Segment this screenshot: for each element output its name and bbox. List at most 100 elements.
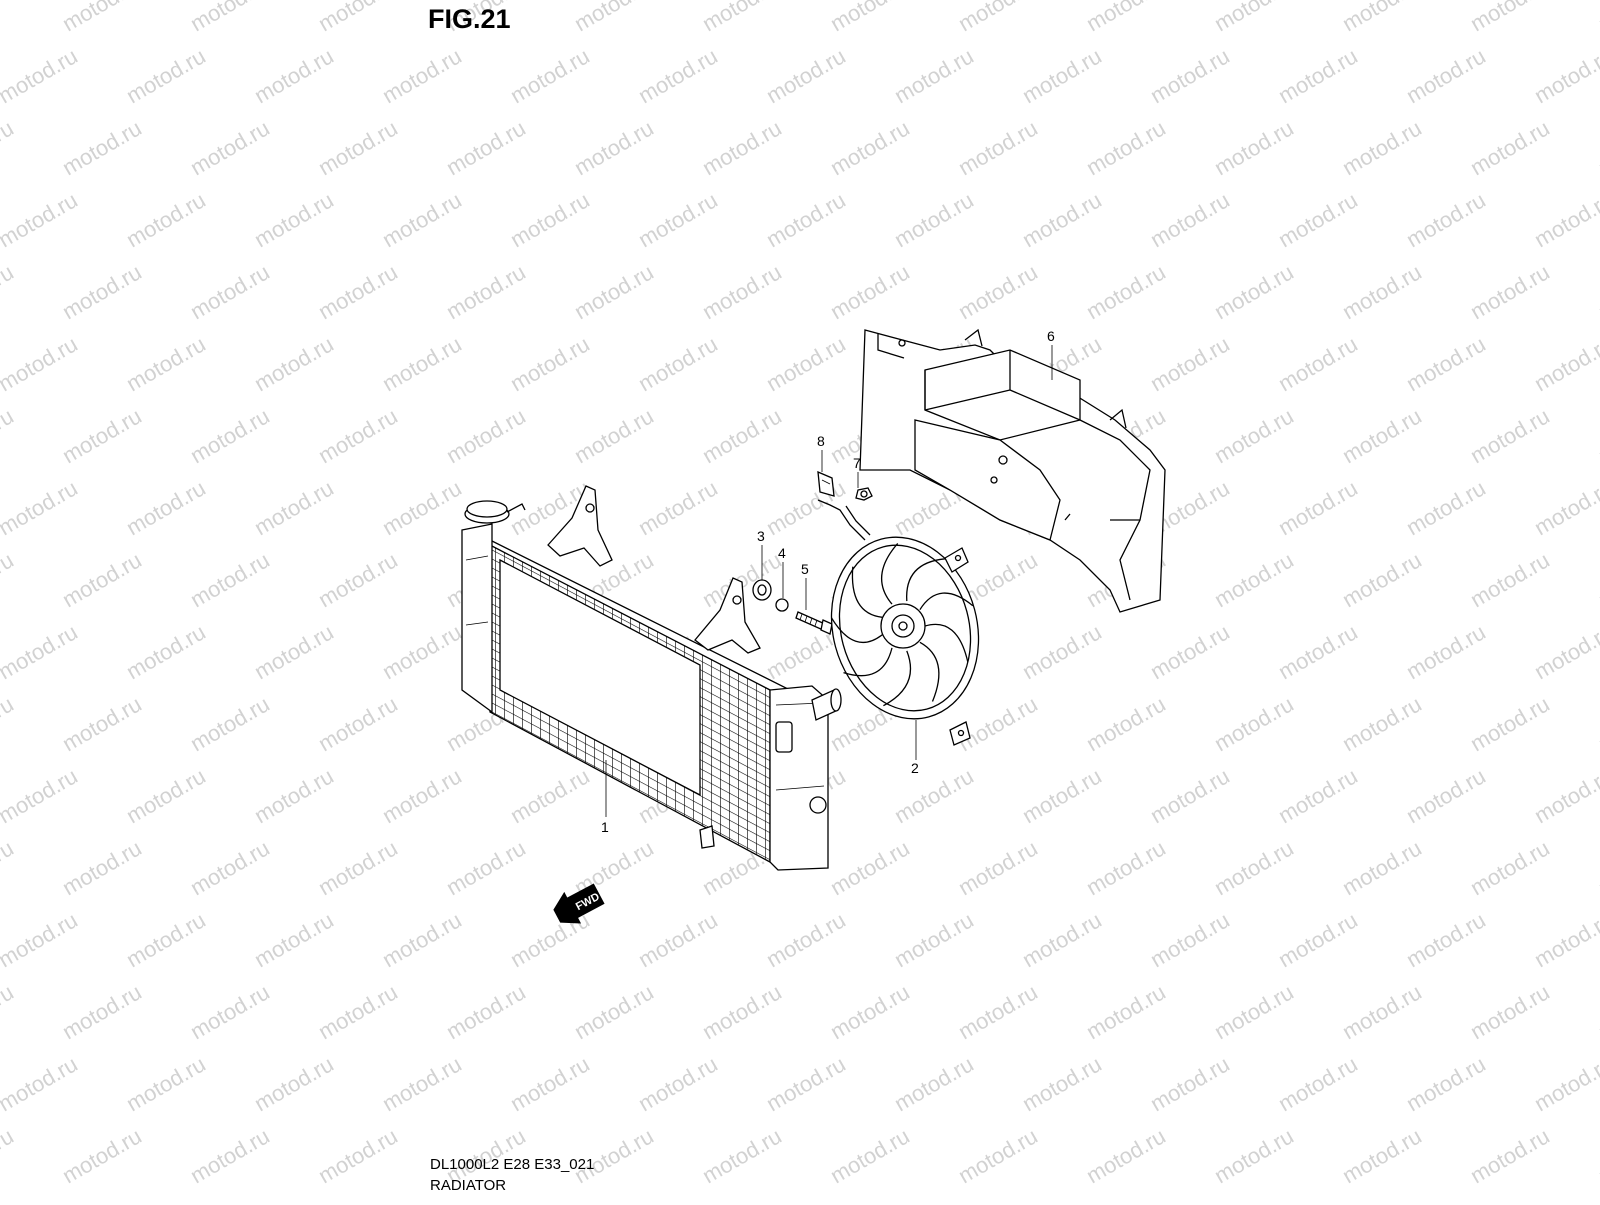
watermark-text: motod.ru: [1530, 187, 1600, 252]
watermark-text: motod.ru: [762, 331, 850, 396]
watermark-text: motod.ru: [762, 1051, 850, 1116]
watermark-text: motod.ru: [1594, 259, 1600, 324]
watermark-text: motod.ru: [58, 115, 146, 180]
watermark-text: motod.ru: [1082, 1123, 1170, 1188]
watermark-text: motod.ru: [1018, 763, 1106, 828]
watermark-text: motod.ru: [1466, 547, 1554, 612]
watermark-text: motod.ru: [1594, 403, 1600, 468]
watermark-text: motod.ru: [698, 403, 786, 468]
watermark-text: motod.ru: [1338, 835, 1426, 900]
watermark-text: motod.ru: [58, 1123, 146, 1188]
callout-6: 6: [1047, 328, 1055, 344]
leader-lines: [605, 345, 1053, 817]
watermark-text: motod.ru: [1146, 331, 1234, 396]
watermark-text: motod.ru: [1594, 115, 1600, 180]
watermark-text: motod.ru: [0, 331, 82, 396]
fan-blade: [830, 617, 883, 644]
watermark-text: motod.ru: [1338, 259, 1426, 324]
watermark-text: motod.ru: [1274, 763, 1362, 828]
watermark-text: motod.ru: [1146, 619, 1234, 684]
figure-label: FIG.21: [428, 4, 511, 34]
watermark-text: motod.ru: [954, 115, 1042, 180]
watermark-text: motod.ru: [826, 835, 914, 900]
watermark-text: motod.ru: [1274, 187, 1362, 252]
watermark-text: motod.ru: [0, 1123, 18, 1188]
watermark-text: motod.ru: [1146, 43, 1234, 108]
diagram-code: DL1000L2 E28 E33_021: [430, 1156, 595, 1173]
watermark-text: motod.ru: [58, 0, 146, 36]
watermark-text: motod.ru: [570, 403, 658, 468]
fan-blade: [843, 647, 893, 677]
nut-clip-drawing: [817, 470, 873, 501]
watermark-text: motod.ru: [314, 1123, 402, 1188]
watermark-text: motod.ru: [762, 43, 850, 108]
watermark-text: motod.ru: [1338, 979, 1426, 1044]
watermark-text: motod.ru: [1210, 403, 1298, 468]
fan-blade: [919, 641, 940, 702]
watermark-text: motod.ru: [0, 1051, 82, 1116]
watermark-text: motod.ru: [1594, 0, 1600, 36]
callout-7: 7: [853, 455, 861, 471]
watermark-text: motod.ru: [1594, 1123, 1600, 1188]
watermark-text: motod.ru: [0, 763, 82, 828]
watermark-text: motod.ru: [378, 763, 466, 828]
fan-blade: [906, 558, 946, 602]
watermark-text: motod.ru: [378, 907, 466, 972]
watermark-text: motod.ru: [0, 691, 18, 756]
watermark-text: motod.ru: [1210, 115, 1298, 180]
watermark-text: motod.ru: [122, 1195, 210, 1200]
watermark-text: motod.ru: [442, 115, 530, 180]
watermark-text: motod.ru: [442, 979, 530, 1044]
watermark-text: motod.ru: [826, 259, 914, 324]
callout-4: 4: [778, 545, 786, 561]
watermark-text: motod.ru: [314, 835, 402, 900]
watermark-text: motod.ru: [1210, 835, 1298, 900]
watermark-text: motod.ru: [1210, 1123, 1298, 1188]
watermark-text: motod.ru: [1530, 763, 1600, 828]
watermark-text: motod.ru: [442, 259, 530, 324]
watermark-text: motod.ru: [0, 259, 18, 324]
watermark-text: motod.ru: [1274, 1195, 1362, 1200]
watermark-text: motod.ru: [762, 1195, 850, 1200]
watermark-text: motod.ru: [250, 187, 338, 252]
watermark-text: motod.ru: [378, 1051, 466, 1116]
watermark-text: motod.ru: [954, 259, 1042, 324]
watermark-text: motod.ru: [0, 187, 82, 252]
watermark-text: motod.ru: [1210, 547, 1298, 612]
diagram-name: RADIATOR: [430, 1177, 507, 1194]
watermark-text: motod.ru: [1082, 691, 1170, 756]
watermark-text: motod.ru: [58, 835, 146, 900]
watermark-text: motod.ru: [186, 115, 274, 180]
watermark-text: motod.ru: [378, 619, 466, 684]
watermark-text: motod.ru: [314, 547, 402, 612]
watermark-text: motod.ru: [1146, 907, 1234, 972]
forward-direction-arrow: FWD: [553, 883, 605, 924]
watermark-text: motod.ru: [1018, 187, 1106, 252]
watermark-text: motod.ru: [634, 43, 722, 108]
callout-labels: 1 2 3 4 5 6 7 8: [601, 328, 1055, 835]
fan-blade: [919, 592, 974, 611]
fan-blade: [924, 623, 969, 663]
watermark-text: motod.ru: [1402, 763, 1490, 828]
watermark-text: motod.ru: [634, 907, 722, 972]
watermark-text: motod.ru: [1082, 0, 1170, 36]
watermark-text: motod.ru: [0, 475, 82, 540]
watermark-text: motod.ru: [634, 1195, 722, 1200]
watermark-text: motod.ru: [250, 763, 338, 828]
watermark-text: motod.ru: [1594, 979, 1600, 1044]
watermark-text: motod.ru: [314, 691, 402, 756]
watermark-text: motod.ru: [122, 763, 210, 828]
watermark-text: motod.ru: [0, 115, 18, 180]
watermark-text: motod.ru: [890, 763, 978, 828]
watermark-text: motod.ru: [1402, 43, 1490, 108]
watermark-text: motod.ru: [1210, 691, 1298, 756]
watermark-text: motod.ru: [1402, 331, 1490, 396]
watermark-text: motod.ru: [506, 187, 594, 252]
watermark-text: motod.ru: [570, 115, 658, 180]
watermark-text: motod.ru: [826, 115, 914, 180]
fasteners-drawing: [752, 579, 833, 635]
watermark-text: motod.ru: [1146, 763, 1234, 828]
watermark-text: motod.ru: [698, 0, 786, 36]
watermark-text: motod.ru: [1018, 619, 1106, 684]
